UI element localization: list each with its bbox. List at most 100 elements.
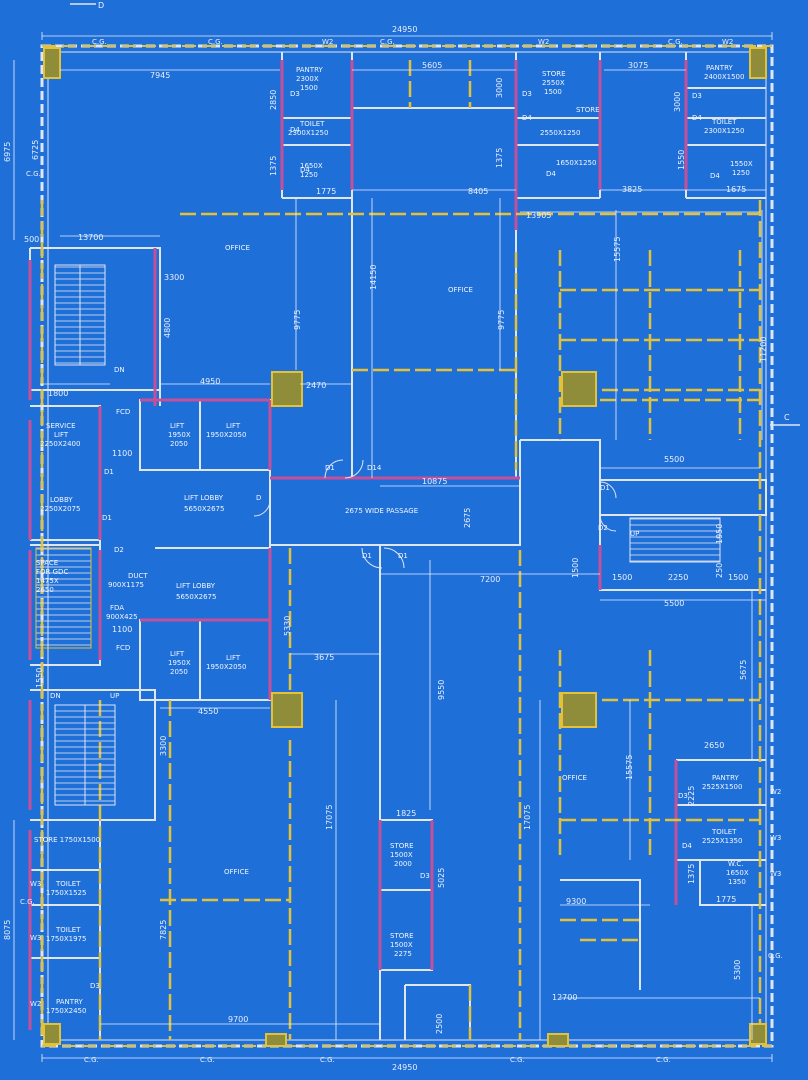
dim-15575-b: 15575 xyxy=(625,755,634,780)
dimension-lines xyxy=(13,32,773,1062)
door-d1-b: D1 xyxy=(362,552,372,560)
edge-cg-top-3: C.G. xyxy=(380,38,395,46)
edge-cg-bot-2: C.G. xyxy=(200,1056,215,1064)
door-d1-e: D1 xyxy=(600,484,610,492)
dim-2675: 2675 xyxy=(463,508,472,528)
door-d3-d: D3 xyxy=(678,792,688,800)
dim-9550: 9550 xyxy=(437,680,446,700)
room-up-2: UP xyxy=(110,692,119,700)
door-d1-f: D1 xyxy=(104,468,114,476)
edge-cg-bot-4: C.G. xyxy=(510,1056,525,1064)
section-marker: C D xyxy=(70,1,800,426)
stair-west-south xyxy=(54,704,116,806)
section-label: C xyxy=(784,413,790,422)
dim-1825: 1825 xyxy=(396,809,416,818)
dim-13905: 13905 xyxy=(526,211,551,220)
dim-2250: 2250 xyxy=(668,573,688,582)
edge-cg-top-2: C.G. xyxy=(208,38,223,46)
dim-9775-a: 9775 xyxy=(293,310,302,330)
room-office-nw: OFFICE xyxy=(225,244,250,252)
room-up-1: UP xyxy=(630,530,639,538)
dim-1100-b: 1100 xyxy=(112,625,132,634)
door-swings xyxy=(253,459,617,569)
dim-1375-a: 1375 xyxy=(269,156,278,176)
dim-8405: 8405 xyxy=(468,187,488,196)
dim-8075: 8075 xyxy=(3,920,12,940)
door-d3-b: D3 xyxy=(522,90,532,98)
dim-17075-b: 17075 xyxy=(523,805,532,830)
dim-3300-a: 3300 xyxy=(164,273,184,282)
dim-1100-a: 1100 xyxy=(112,449,132,458)
door-label-top: D xyxy=(98,1,104,10)
dim-1500-c: 1500 xyxy=(728,573,748,582)
room-office-sw: OFFICE xyxy=(224,868,249,876)
dim-3675: 3675 xyxy=(314,653,334,662)
dim-1550-b: 1550 xyxy=(35,668,44,688)
columns xyxy=(43,47,767,1047)
edge-marks: C.G. C.G. W2 C.G. W2 C.G. W2 C.G. W3 C.G… xyxy=(20,38,783,1064)
room-passage: 2675 WIDE PASSAGE xyxy=(345,507,418,515)
room-office-se: OFFICE xyxy=(562,774,587,782)
dim-5300: 5300 xyxy=(733,960,742,980)
dim-7945: 7945 xyxy=(150,71,170,80)
dim-1500-a: 1500 xyxy=(571,558,580,578)
door-d4-g: D4 xyxy=(682,842,692,850)
dim-5605: 5605 xyxy=(422,61,442,70)
dim-4800: 4800 xyxy=(163,318,172,338)
edge-w2-top-3: W2 xyxy=(722,38,733,46)
dim-2470: 2470 xyxy=(306,381,326,390)
room-office-center: OFFICE xyxy=(448,286,473,294)
dim-3000-b: 3000 xyxy=(673,92,682,112)
edge-cg-right: C.G. xyxy=(768,952,783,960)
edge-w3-right-2: W3 xyxy=(770,870,781,878)
dim-2225: 2225 xyxy=(687,786,696,806)
dim-1500-b: 1500 xyxy=(612,573,632,582)
room-store-n-small: STORE xyxy=(576,106,600,114)
dim-500-a: 500 xyxy=(24,235,39,244)
dim-5675: 5675 xyxy=(739,660,748,680)
room-dn-1: DN xyxy=(114,366,125,374)
edge-cg-top-4: C.G. xyxy=(668,38,683,46)
edge-w3-left-1: W3 xyxy=(30,880,41,888)
dim-5330: 5330 xyxy=(283,616,292,636)
edge-w2-right: W2 xyxy=(770,788,781,796)
door-d-lobby: D xyxy=(256,494,261,502)
dim-2500: 2500 xyxy=(435,1014,444,1034)
dim-17075-a: 17075 xyxy=(325,805,334,830)
door-d1-a: D1 xyxy=(325,464,335,472)
dim-2650: 2650 xyxy=(704,741,724,750)
dim-13700: 13700 xyxy=(78,233,103,242)
dim-9775-b: 9775 xyxy=(497,310,506,330)
dim-1375-c: 1375 xyxy=(687,864,696,884)
room-fcd-1: FCD xyxy=(116,408,130,416)
door-d4-d: D4 xyxy=(546,170,556,178)
stair-east xyxy=(629,517,721,563)
edge-cg-bot-5: C.G. xyxy=(656,1056,671,1064)
dim-1800: 1800 xyxy=(48,389,68,398)
dim-250: 250 xyxy=(715,563,724,578)
dim-3075: 3075 xyxy=(628,61,648,70)
room-wc-n2: 1650X1250 xyxy=(556,159,596,167)
dim-1375-b: 1375 xyxy=(495,148,504,168)
dim-4550: 4550 xyxy=(198,707,218,716)
dim-12700: 12700 xyxy=(552,993,577,1002)
structural-beams xyxy=(40,60,762,1040)
dim-3300-b: 3300 xyxy=(159,736,168,756)
